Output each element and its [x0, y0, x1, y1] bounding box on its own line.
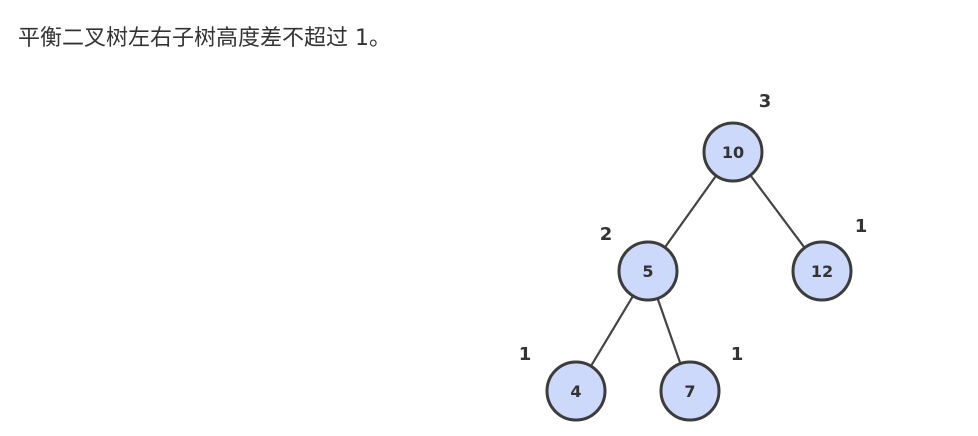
- tree-node-5: 5: [617, 240, 679, 302]
- node-circle: [659, 360, 721, 422]
- tree-edges: [575, 151, 823, 392]
- node-circle: [617, 240, 679, 302]
- tree-node-4: 4: [545, 360, 607, 422]
- height-label-12: 1: [855, 216, 868, 237]
- height-labels: 3 2 1 1 1: [519, 91, 868, 365]
- height-label-5: 2: [600, 224, 613, 245]
- node-value-label: 12: [811, 262, 833, 281]
- node-value-label: 5: [642, 262, 653, 281]
- tree-node-7: 7: [659, 360, 721, 422]
- node-circle: [702, 121, 764, 183]
- height-label-7: 1: [731, 344, 744, 365]
- node-circle: [545, 360, 607, 422]
- node-value-label: 7: [684, 382, 695, 401]
- tree-node-12: 12: [791, 240, 853, 302]
- height-label-4: 1: [519, 344, 532, 365]
- height-label-10: 3: [759, 91, 772, 112]
- tree-node-10: 10: [702, 121, 764, 183]
- node-circle: [791, 240, 853, 302]
- node-value-label: 4: [570, 382, 581, 401]
- node-value-label: 10: [722, 143, 744, 162]
- caption-text: 平衡二叉树左右子树高度差不超过 1。: [18, 26, 391, 51]
